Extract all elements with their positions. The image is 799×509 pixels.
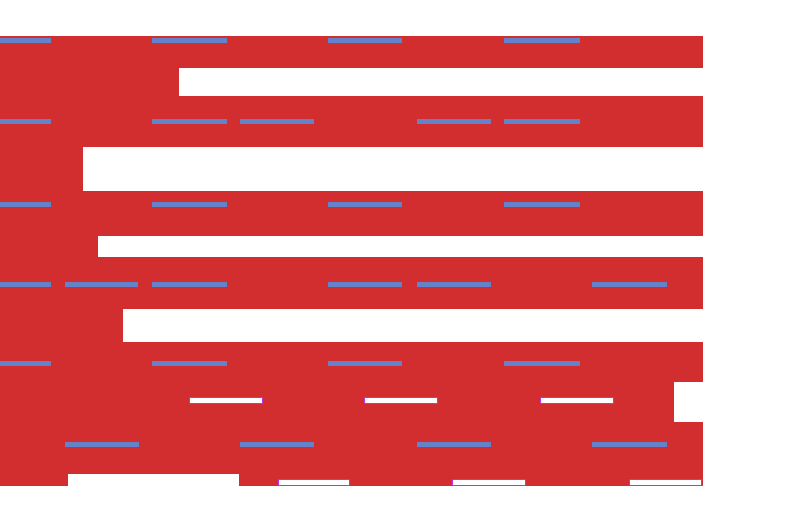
link-underline-blue[interactable] — [0, 282, 51, 287]
link-underline-blue[interactable] — [152, 119, 227, 124]
link-underline-blue[interactable] — [240, 442, 314, 447]
link-underline-blue[interactable] — [328, 202, 402, 207]
white-gap-stripe — [179, 68, 703, 96]
link-underline-magenta[interactable] — [189, 397, 263, 404]
link-underline-magenta[interactable] — [452, 479, 526, 486]
link-underline-blue[interactable] — [328, 282, 402, 287]
white-gap-stripe — [123, 309, 703, 342]
link-underline-magenta[interactable] — [364, 397, 438, 404]
link-underline-blue[interactable] — [0, 119, 51, 124]
link-underline-magenta[interactable] — [629, 479, 702, 486]
link-underline-blue[interactable] — [0, 361, 51, 366]
link-underline-blue[interactable] — [65, 442, 139, 447]
link-underline-blue[interactable] — [592, 282, 667, 287]
red-content-block — [0, 36, 703, 486]
link-underline-blue[interactable] — [417, 282, 491, 287]
link-underline-blue[interactable] — [240, 119, 314, 124]
link-underline-blue[interactable] — [504, 119, 580, 124]
link-underline-blue[interactable] — [65, 282, 138, 287]
link-underline-blue[interactable] — [417, 442, 491, 447]
link-underline-blue[interactable] — [417, 119, 491, 124]
white-gap-stripe — [674, 382, 703, 422]
link-underline-blue[interactable] — [504, 38, 580, 43]
link-underline-blue[interactable] — [0, 38, 51, 43]
link-underline-blue[interactable] — [152, 38, 227, 43]
link-underline-blue[interactable] — [328, 361, 402, 366]
white-gap-stripe — [83, 147, 703, 191]
link-underline-blue[interactable] — [0, 202, 51, 207]
link-underline-blue[interactable] — [328, 38, 402, 43]
link-underline-magenta[interactable] — [278, 479, 350, 486]
link-underline-blue[interactable] — [504, 361, 580, 366]
link-underline-blue[interactable] — [152, 361, 227, 366]
link-underline-blue[interactable] — [152, 282, 227, 287]
white-gap-stripe — [98, 236, 703, 257]
link-underline-magenta[interactable] — [540, 397, 614, 404]
link-underline-blue[interactable] — [592, 442, 667, 447]
white-gap-stripe — [68, 474, 239, 486]
link-underline-blue[interactable] — [152, 202, 227, 207]
link-underline-blue[interactable] — [504, 202, 580, 207]
